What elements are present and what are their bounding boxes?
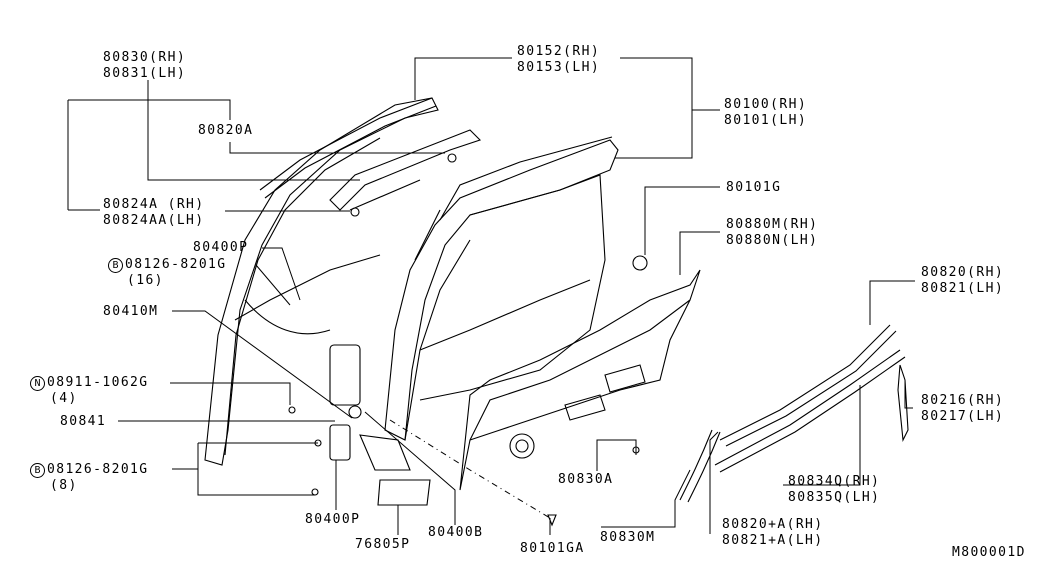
- nut-symbol-icon: N: [30, 376, 45, 391]
- label-80834q-rh: 80834Q(RH): [788, 474, 881, 489]
- label-80820a: 80820A: [198, 123, 254, 138]
- label-80400b: 80400B: [428, 525, 484, 540]
- label-80820-rh: 80820(RH): [921, 265, 1005, 280]
- label-80101g: 80101G: [726, 180, 782, 195]
- label-80880m-rh: 80880M(RH): [726, 217, 819, 232]
- label-80824aa-lh: 80824AA(LH): [103, 213, 205, 228]
- label-80831-lh: 80831(LH): [103, 66, 187, 81]
- label-80830m: 80830M: [600, 530, 656, 545]
- label-80101-lh: 80101(LH): [724, 113, 808, 128]
- label-80821pa-lh: 80821+A(LH): [722, 533, 824, 548]
- label-80217-lh: 80217(LH): [921, 409, 1005, 424]
- bolt-symbol-icon: B: [108, 258, 123, 273]
- moldings: [679, 324, 909, 503]
- diagram-code: M800001D: [952, 545, 1026, 560]
- label-80835q-lh: 80835Q(LH): [788, 490, 881, 505]
- rear-door-panel: [204, 97, 648, 527]
- label-80100-rh: 80100(RH): [724, 97, 808, 112]
- label-80152-rh: 80152(RH): [517, 44, 601, 59]
- label-80830-rh: 80830(RH): [103, 50, 187, 65]
- label-80153-lh: 80153(LH): [517, 60, 601, 75]
- label-08911-qty: (4): [50, 391, 78, 406]
- bolt-symbol-icon: B: [30, 463, 45, 478]
- leader-lines: [67, 80, 551, 535]
- label-76805p: 76805P: [355, 537, 411, 552]
- label-80820pa-rh: 80820+A(RH): [722, 517, 824, 532]
- label-80824a-rh: 80824A (RH): [103, 197, 205, 212]
- label-08126-top-qty: (16): [127, 273, 164, 288]
- trim-panel: [459, 269, 701, 491]
- label-80830a: 80830A: [558, 472, 614, 487]
- label-80841: 80841: [60, 414, 107, 429]
- label-08911-text: 08911-1062G: [47, 375, 149, 390]
- label-80216-rh: 80216(RH): [921, 393, 1005, 408]
- label-80400p-top: 80400P: [193, 240, 249, 255]
- label-08126-bottom-qty: (8): [50, 478, 78, 493]
- label-80880n-lh: 80880N(LH): [726, 233, 819, 248]
- label-08126-bottom-text: 08126-8201G: [47, 462, 149, 477]
- label-80821-lh: 80821(LH): [921, 281, 1005, 296]
- label-08126-top-text: 08126-8201G: [125, 257, 227, 272]
- label-80400p-bottom: 80400P: [305, 512, 361, 527]
- leader-lines-right: [414, 57, 915, 535]
- label-80410m: 80410M: [103, 304, 159, 319]
- label-80101ga: 80101GA: [520, 541, 585, 556]
